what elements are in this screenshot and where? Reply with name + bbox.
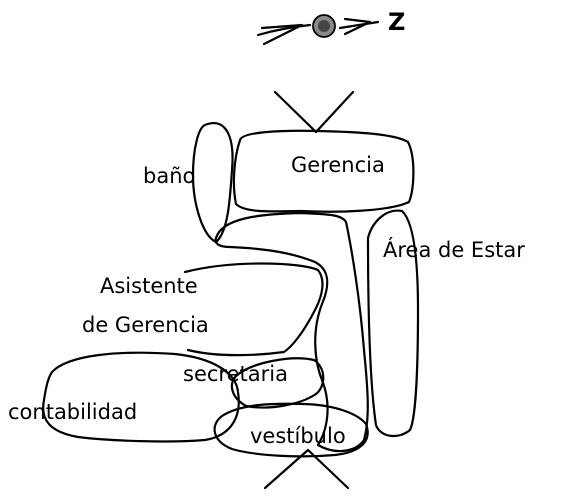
label-secretaria: secretaria xyxy=(183,362,288,386)
label-bano: baño xyxy=(143,164,195,188)
label-gerencia: Gerencia xyxy=(291,153,385,177)
circulation-corridor xyxy=(214,211,369,453)
label-asistente-line1: Asistente xyxy=(100,274,198,298)
label-area-estar: Área de Estar xyxy=(383,237,525,262)
contabilidad-bubble xyxy=(42,351,240,443)
north-letter: Z xyxy=(388,8,405,36)
label-vestibulo: vestíbulo xyxy=(250,424,346,448)
label-asistente-line2: de Gerencia xyxy=(82,313,209,337)
top-entry-cross xyxy=(273,90,355,134)
vestibulo-bubble xyxy=(213,402,369,458)
compass-rose-icon xyxy=(256,14,380,46)
asistente-bubble xyxy=(183,262,324,357)
label-contabilidad: contabilidad xyxy=(8,400,137,424)
bano-bubble xyxy=(191,122,234,244)
area-estar-bubble xyxy=(366,209,420,438)
gerencia-bubble xyxy=(232,129,415,213)
